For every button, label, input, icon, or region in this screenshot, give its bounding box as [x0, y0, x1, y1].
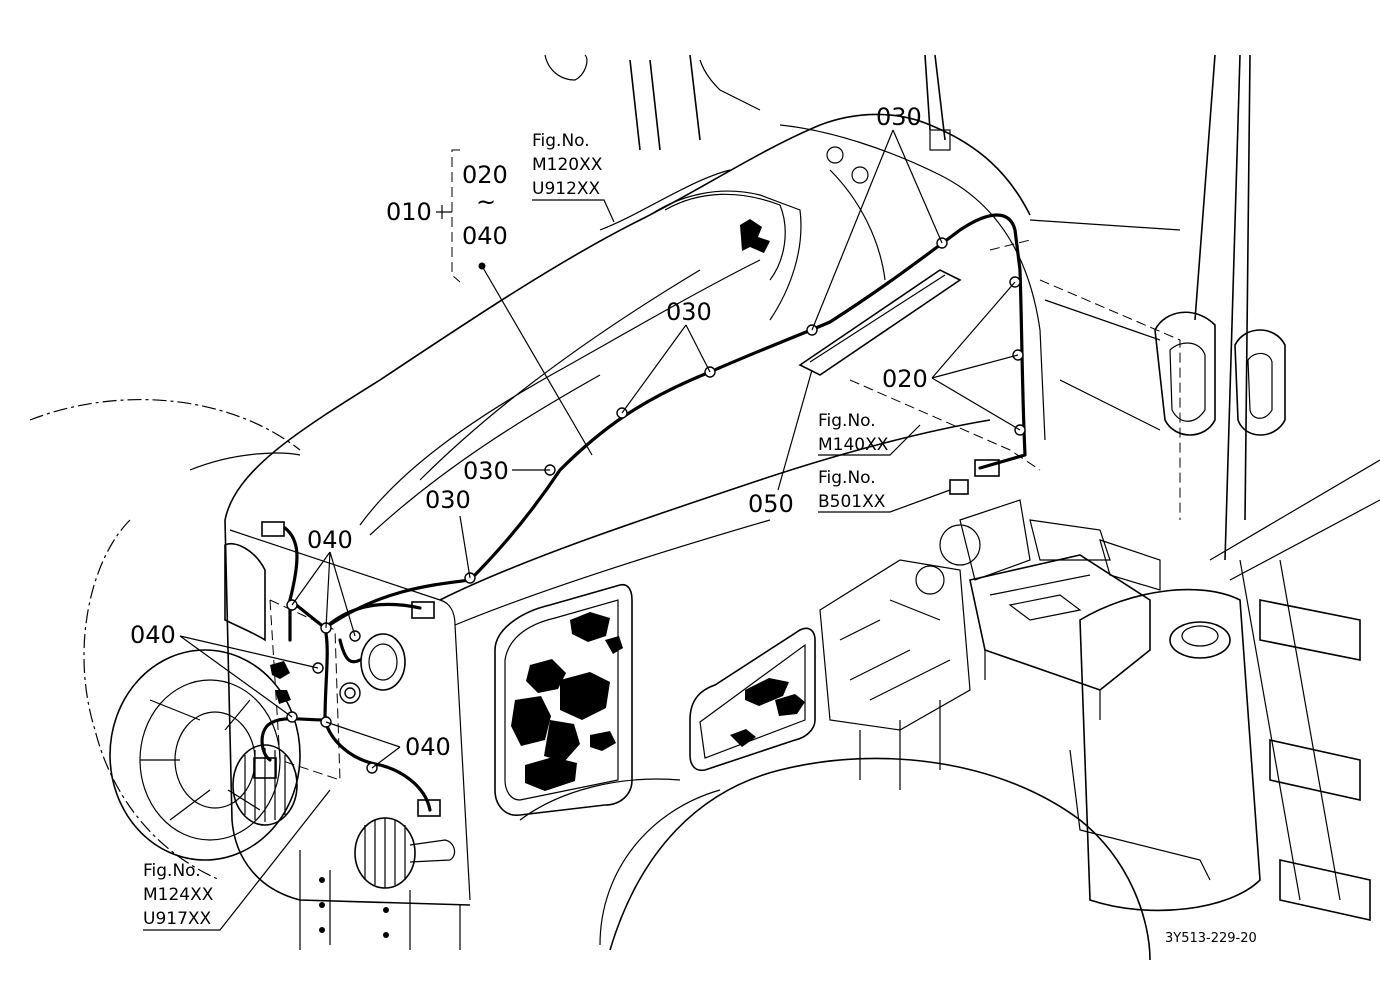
- fig-ref-number: U912XX: [532, 179, 601, 199]
- callout-040-left: 040: [130, 621, 176, 649]
- figure-reference-m140[interactable]: Fig.No. M140XX: [818, 411, 889, 455]
- callout-030-top: 030: [876, 103, 922, 131]
- fig-ref-number: M120XX: [532, 155, 603, 175]
- callout-labels: 010 020 ~ 040 030 030 030 030 040 040 04…: [130, 103, 928, 761]
- figure-reference-m124[interactable]: Fig.No. M124XX U917XX: [143, 861, 214, 929]
- callout-range-tilde: ~: [476, 188, 496, 216]
- tractor-outline: [29, 54, 1380, 961]
- callout-040-mid: 040: [307, 526, 353, 554]
- callout-range-start: 020: [462, 161, 508, 189]
- fig-ref-number: U917XX: [143, 909, 212, 929]
- fig-ref-number: M124XX: [143, 885, 214, 905]
- wiring-harness: [260, 213, 1027, 812]
- callout-010: 010: [386, 198, 432, 226]
- front-wheel: [109, 649, 301, 861]
- callout-050: 050: [748, 490, 794, 518]
- figure-reference-b501[interactable]: Fig.No. B501XX: [818, 468, 886, 512]
- drawing-code: 3Y513-229-20: [1165, 931, 1257, 946]
- figure-reference-m120[interactable]: Fig.No. M120XX U912XX: [532, 131, 603, 199]
- fig-ref-number: B501XX: [818, 492, 886, 512]
- fig-ref-label: Fig.No.: [818, 468, 876, 488]
- callout-030-lower: 030: [463, 457, 509, 485]
- callout-range-end: 040: [462, 222, 508, 250]
- leader-lines: [143, 129, 1021, 931]
- callout-040-right: 040: [405, 733, 451, 761]
- fig-ref-label: Fig.No.: [143, 861, 201, 881]
- callout-020: 020: [882, 365, 928, 393]
- fig-ref-number: M140XX: [818, 435, 889, 455]
- fig-ref-label: Fig.No.: [532, 131, 590, 151]
- callout-030-mid: 030: [666, 298, 712, 326]
- shading-marks: [270, 219, 805, 791]
- callout-030-bottom: 030: [425, 486, 471, 514]
- fig-ref-label: Fig.No.: [818, 411, 876, 431]
